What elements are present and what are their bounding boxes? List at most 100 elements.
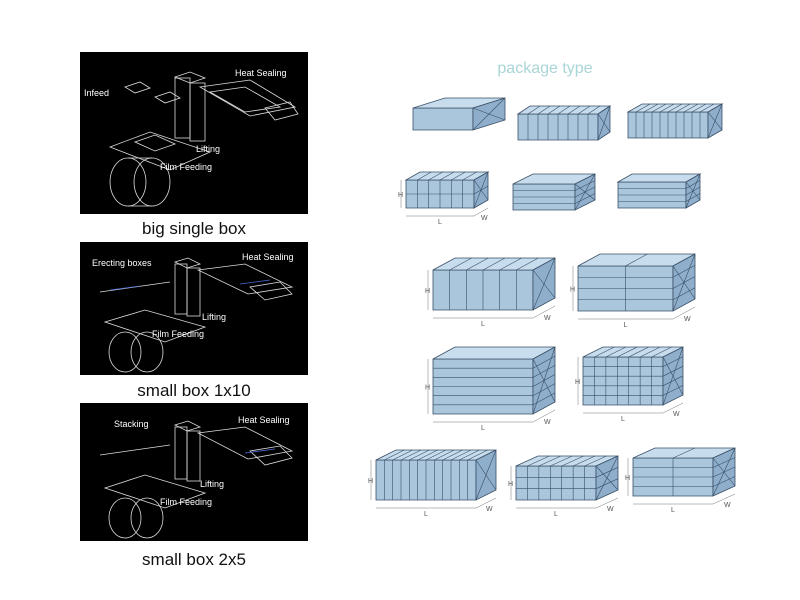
box-divider-line [537,105,551,115]
box-divider-line [712,457,736,468]
package-type-title: package type [497,60,593,77]
box-divider-line [462,171,477,181]
dim-label-width: W [724,502,731,509]
label-erecting-boxes: Erecting boxes [92,258,152,268]
package-box-5 [505,172,607,230]
film-fold-line [595,455,619,501]
box-divider-line [573,455,596,467]
dim-line-width [595,497,619,509]
film-fold-line [707,103,723,139]
box-divider-line [547,105,561,115]
box-divider-line [527,455,550,467]
dim-label-length: L [554,511,558,518]
box-divider-line [392,449,413,461]
dim-label-height: H [508,481,513,488]
box-divider-line [439,171,455,181]
box-divider-line [651,103,667,113]
box-divider-line [640,346,661,358]
box-divider-line [417,449,438,461]
caption-big-single-box: big single box [142,219,246,238]
box-divider-line [685,193,701,202]
film-fold-line [472,97,506,131]
dim-line-width [712,493,736,505]
dim-label-width: W [607,506,614,513]
dim-line-width [672,306,696,320]
film-fold-line [532,346,556,415]
box-divider-line [699,103,715,113]
box-divider-line [409,449,430,461]
box-divider-line [449,257,472,271]
film-fold-line [685,173,701,209]
box-divider-line [417,171,432,181]
film-fold-line [475,449,497,501]
dim-line-width [532,409,556,423]
box-divider-line [538,455,561,467]
box-divider-line [595,467,619,478]
box-divider-line [574,193,596,204]
dim-label-height: H [575,379,580,386]
box-divider-line [659,103,675,113]
package-box-1 [405,96,517,150]
box-divider-line [662,375,684,387]
dim-label-length: L [624,322,628,329]
box-divider-line [467,449,488,461]
box-divider-line [683,103,699,113]
label-film-feeding: Film Feeding [160,497,213,507]
box-divider-line [425,449,447,461]
box-divider-line [625,253,648,267]
film-fold-line [532,257,556,311]
box-divider-line [584,455,607,467]
box-divider-line [628,346,649,358]
dim-label-width: W [486,506,493,513]
label-film-feeding: Film Feeding [160,162,213,172]
package-box-9: L W H [425,345,567,434]
package-box-12: L W H [508,454,630,520]
box-divider-line [499,257,522,271]
box-divider-line [662,356,684,367]
box-divider-line [532,365,556,378]
label-infeed: Infeed [84,88,110,98]
dim-label-height: H [425,385,430,392]
film-fold-line [597,105,611,141]
box-divider-line [685,180,701,189]
box-divider-line [662,365,684,377]
box-divider-line [550,455,573,467]
machine-diagram-drawing [99,257,294,373]
dim-label-width: W [673,411,680,418]
label-stacking: Stacking [114,419,149,429]
dim-line-width [532,305,556,319]
label-lifting: Lifting [200,479,225,489]
dim-label-height: H [625,475,630,482]
dim-label-height: H [368,478,373,485]
dim-label-length: L [481,425,485,432]
dim-label-width: W [544,419,551,426]
film-fold-line [712,447,736,497]
box-divider-line [459,449,480,461]
machine-panel-big-single-box: Infeed Heat Sealing Lifting Film Feeding [80,52,308,214]
box-divider-line [595,478,619,489]
label-lifting: Lifting [202,312,227,322]
dim-label-length: L [671,507,675,514]
label-film-feeding: Film Feeding [152,329,205,339]
dim-line-width [475,497,497,509]
box-divider-line [384,449,405,461]
machine-diagram-drawing [99,420,294,539]
box-divider-line [442,449,463,461]
box-divider-line [594,346,615,358]
film-fold-line [574,173,596,211]
box-divider-line [451,171,466,181]
box-divider-line [617,346,638,358]
box-divider-line [400,449,422,461]
box-divider-line [635,103,651,113]
label-heat-sealing: Heat Sealing [242,252,294,262]
box-divider-line [667,103,683,113]
label-heat-sealing: Heat Sealing [238,415,290,425]
caption-small-box-1x10: small box 1x10 [137,381,251,400]
dim-line-width [473,207,489,217]
box-divider-line [574,180,596,191]
